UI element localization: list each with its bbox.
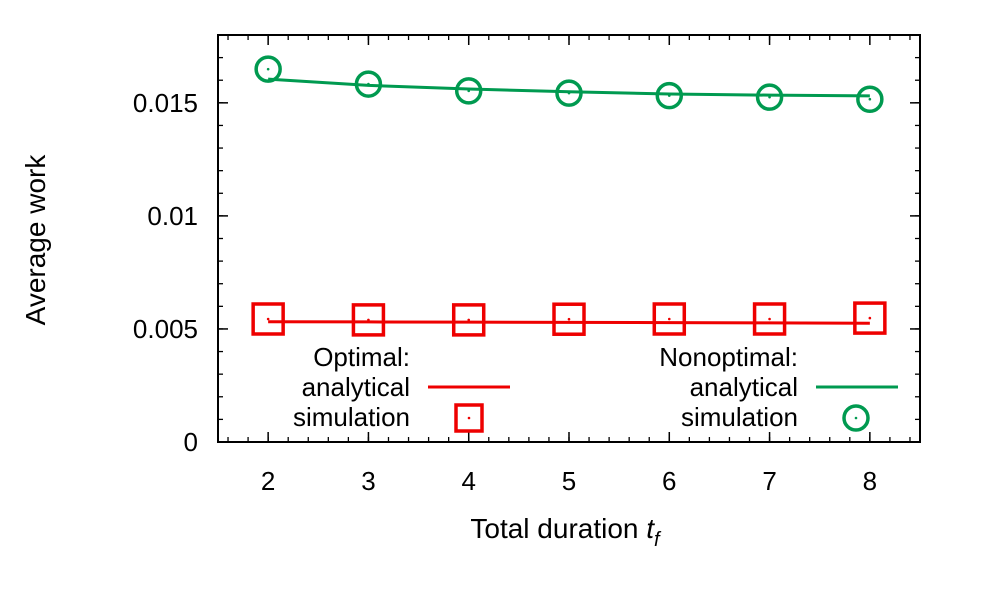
data-point-dot <box>567 91 571 95</box>
data-point-dot <box>467 318 471 322</box>
data-point-square <box>552 302 586 336</box>
legend-optimal-simulation: simulation <box>293 402 410 432</box>
data-point-dot <box>367 82 370 86</box>
legend-optimal-square <box>454 403 484 433</box>
series-line <box>268 320 870 325</box>
data-point-square <box>251 302 285 336</box>
x-tick-label: 3 <box>361 466 375 496</box>
data-point-dot <box>567 317 571 321</box>
x-tick-label: 4 <box>461 466 475 496</box>
legend-nonoptimal-title: Nonoptimal: <box>659 342 798 372</box>
series-line <box>268 77 870 98</box>
legend-optimal-dot <box>467 416 471 420</box>
data-point-dot <box>868 97 872 101</box>
y-axis-label: Average work <box>20 154 51 326</box>
data-point-square <box>351 303 386 337</box>
data-point-circle <box>856 85 884 113</box>
data-point-dot <box>266 317 270 321</box>
data-point-dot <box>667 317 671 321</box>
legend-optimal-title: Optimal: <box>313 342 410 372</box>
legend-nonoptimal-simulation: simulation <box>681 402 798 432</box>
y-tick-label: 0.005 <box>133 314 198 344</box>
legend-nonoptimal-circle <box>842 404 870 432</box>
data-point-square <box>652 302 687 336</box>
y-tick-label: 0 <box>184 427 198 457</box>
x-tick-label: 5 <box>562 466 576 496</box>
marks <box>251 55 887 337</box>
data-point-square <box>451 303 486 337</box>
data-point-circle <box>254 55 282 83</box>
legend-nonoptimal-analytical: analytical <box>690 372 798 402</box>
data-point-circle <box>454 77 483 105</box>
data-point-dot <box>467 89 471 93</box>
y-tick-label: 0.01 <box>147 201 198 231</box>
data-point-dot <box>768 317 771 321</box>
data-point-dot <box>868 316 872 320</box>
data-point-circle <box>555 79 583 107</box>
axes: 2 3 4 5 6 7 8 0 0.005 0.01 0.015 <box>133 34 921 496</box>
x-axis-label: Total duration tf <box>470 513 662 551</box>
data-point-dot <box>667 94 671 97</box>
data-point-dot <box>266 67 270 71</box>
legend-optimal-analytical: analytical <box>302 372 410 402</box>
data-point-dot <box>768 95 771 99</box>
legend-nonoptimal-dot <box>854 416 858 420</box>
data-point-circle <box>755 83 784 111</box>
y-tick-label: 0.015 <box>133 88 198 118</box>
data-point-circle <box>354 70 383 98</box>
data-point-dot <box>367 318 370 322</box>
legend: Optimal: analytical simulation Nonoptima… <box>293 342 898 433</box>
data-point-square <box>853 301 887 335</box>
data-point-square <box>752 302 787 336</box>
x-tick-label: 8 <box>863 466 877 496</box>
x-tick-label: 2 <box>261 466 275 496</box>
x-tick-label: 7 <box>762 466 776 496</box>
x-tick-label: 6 <box>662 466 676 496</box>
data-point-circle <box>655 81 684 110</box>
